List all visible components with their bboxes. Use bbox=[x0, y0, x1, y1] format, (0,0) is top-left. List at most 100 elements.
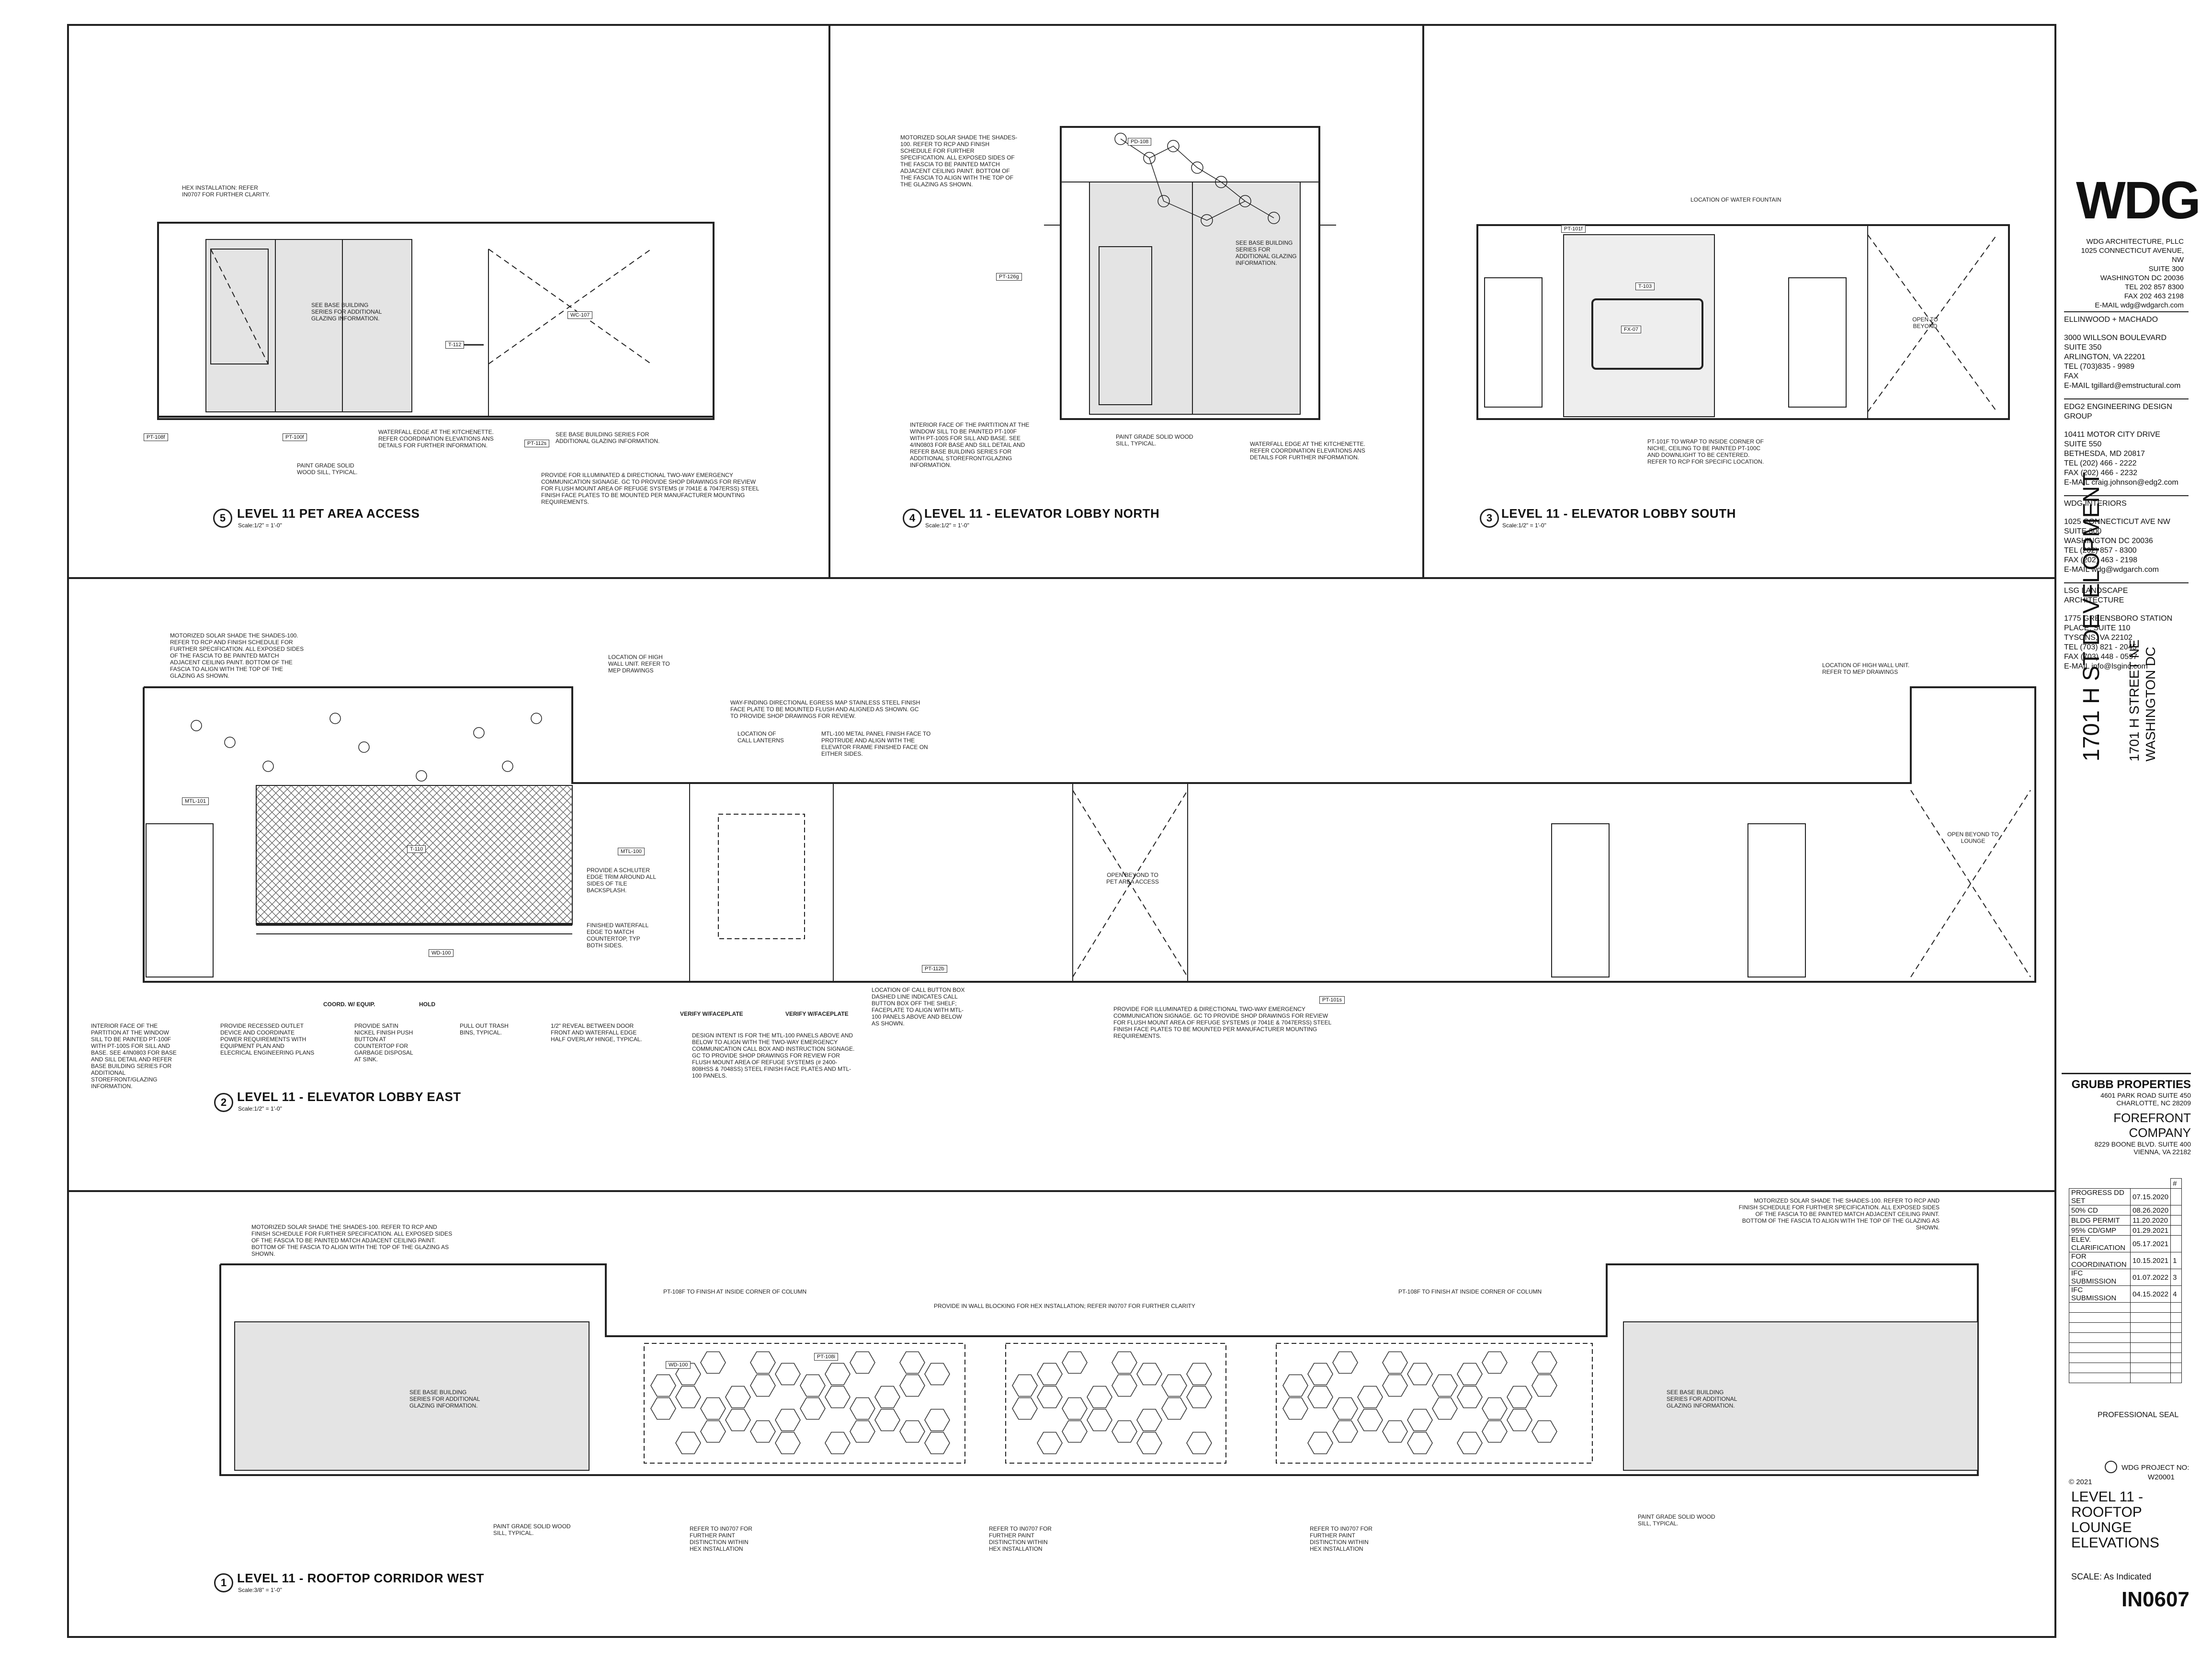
revision-num bbox=[2170, 1205, 2182, 1216]
hex-tile bbox=[899, 1374, 925, 1397]
consultant-line: PLACE, SUITE 110 bbox=[2064, 624, 2131, 632]
note-verify-1: VERIFY W/FACEPLATE bbox=[680, 1011, 743, 1017]
revision-date: 11.20.2020 bbox=[2130, 1215, 2171, 1226]
sheet-number: IN0607 bbox=[2121, 1588, 2189, 1611]
project-street: 1701 H STREET NE bbox=[2127, 639, 2142, 761]
hex-tile bbox=[675, 1363, 701, 1386]
hex-tile bbox=[750, 1420, 776, 1443]
hex-tile bbox=[874, 1409, 900, 1432]
view-title-3: LEVEL 11 - ELEVATOR LOBBY SOUTH bbox=[1501, 506, 1736, 521]
tag-t-103: T-103 bbox=[1635, 283, 1655, 290]
hex-tile bbox=[1482, 1397, 1508, 1420]
consultant-line: FAX bbox=[2064, 372, 2079, 380]
consultant-name: LSG LANDSCAPE ARCHITECTURE bbox=[2064, 587, 2128, 604]
firm-logo: WDG bbox=[2076, 171, 2201, 230]
consultant-line: TEL (703) 821 - 2045 bbox=[2064, 643, 2137, 651]
hex-tile bbox=[874, 1386, 900, 1409]
hex-tile bbox=[1161, 1397, 1187, 1420]
hex-tile bbox=[1282, 1397, 1308, 1420]
tag-mtl-101: MTL-101 bbox=[182, 797, 209, 805]
note-fountain: LOCATION OF WATER FOUNTAIN bbox=[1690, 196, 1781, 203]
hex-tile bbox=[1432, 1374, 1458, 1397]
contractor-line: 8229 BOONE BLVD. SUITE 400 bbox=[2094, 1140, 2191, 1148]
hex-tile bbox=[700, 1351, 726, 1374]
seal-label: PROFESSIONAL SEAL bbox=[2098, 1411, 2179, 1419]
note-sill-north: PAINT GRADE SOLID WOOD SILL, TYPICAL. bbox=[1116, 433, 1193, 447]
hex-tile bbox=[800, 1374, 826, 1397]
hex-tile bbox=[725, 1386, 751, 1409]
sheet-title-line: LOUNGE bbox=[2071, 1520, 2132, 1535]
hex-tile bbox=[1112, 1351, 1137, 1374]
hex-tile bbox=[1112, 1374, 1137, 1397]
hex-tile bbox=[1112, 1420, 1137, 1443]
view-scale-4: Scale:1/2" = 1'-0" bbox=[925, 522, 969, 529]
note-open-pet: OPEN BEYOND TO PET AREA ACCESS bbox=[1106, 872, 1159, 885]
row-divider-2 bbox=[67, 1190, 2054, 1192]
hex-tile bbox=[1507, 1409, 1532, 1432]
consultant-line: TYSONS, VA 22102 bbox=[2064, 634, 2133, 642]
note-paint-dist-3: REFER TO IN0707 FOR FURTHER PAINT DISTIN… bbox=[1310, 1525, 1373, 1552]
note-trash: PULL OUT TRASH BINS, TYPICAL. bbox=[460, 1023, 509, 1036]
sheet-title-line: ELEVATIONS bbox=[2071, 1535, 2159, 1551]
hex-tile bbox=[1531, 1374, 1557, 1397]
consultant-line: FAX (202) 463 - 2198 bbox=[2064, 556, 2137, 564]
revision-header: # bbox=[2170, 1178, 2182, 1189]
hex-tile bbox=[1087, 1409, 1112, 1432]
firm-line: SUITE 300 bbox=[2148, 265, 2184, 273]
hex-tile bbox=[1307, 1363, 1333, 1386]
consultant-line: TEL (703)835 - 9989 bbox=[2064, 363, 2135, 371]
revision-header-row: # bbox=[2069, 1178, 2182, 1189]
owner-line: CHARLOTTE, NC 28209 bbox=[2116, 1099, 2191, 1107]
revision-label: 50% CD bbox=[2069, 1205, 2131, 1216]
hex-tile bbox=[775, 1432, 801, 1454]
view-title-1: LEVEL 11 - ROOFTOP CORRIDOR WEST bbox=[237, 1571, 484, 1585]
hex-tile bbox=[924, 1363, 950, 1386]
note-niche: PT-101f TO WRAP TO INSIDE CORNER OF NICH… bbox=[1647, 438, 1764, 465]
revision-empty-row bbox=[2069, 1302, 2182, 1313]
note-finished: FINISHED WATERFALL EDGE TO MATCH COUNTER… bbox=[587, 922, 648, 949]
note-glazing-north: SEE BASE BUILDING SERIES FOR ADDITIONAL … bbox=[1236, 239, 1297, 266]
note-shade-north: MOTORIZED SOLAR SHADE THE SHADES-100. RE… bbox=[900, 134, 1018, 188]
hex-tile bbox=[1087, 1386, 1112, 1409]
hex-tile bbox=[775, 1363, 801, 1386]
consultant-line: BETHESDA, MD 20817 bbox=[2064, 450, 2145, 458]
tag-t-110: T-110 bbox=[407, 845, 426, 853]
revision-date: 05.17.2021 bbox=[2130, 1235, 2171, 1252]
firm-line: E-MAIL wdg@wdgarch.com bbox=[2095, 301, 2184, 309]
firm-line: WASHINGTON DC 20036 bbox=[2100, 274, 2184, 282]
hex-tile bbox=[1332, 1351, 1358, 1374]
hex-tile bbox=[675, 1386, 701, 1409]
note-glazing-west: SEE BASE BUILDING SERIES FOR ADDITIONAL … bbox=[409, 1389, 480, 1409]
north-symbol bbox=[2105, 1461, 2117, 1473]
hex-tile bbox=[1062, 1351, 1088, 1374]
note-glazing-west-2: SEE BASE BUILDING SERIES FOR ADDITIONAL … bbox=[1667, 1389, 1737, 1409]
hex-tile bbox=[1457, 1386, 1483, 1409]
hex-tile bbox=[1186, 1363, 1212, 1386]
hex-tile bbox=[1457, 1432, 1483, 1454]
hex-tile bbox=[800, 1397, 826, 1420]
hex-tile bbox=[1507, 1386, 1532, 1409]
hex-tile bbox=[850, 1420, 875, 1443]
note-signage: PROVIDE FOR ILLUMINATED & DIRECTIONAL TW… bbox=[541, 472, 759, 505]
note-partition-north: INTERIOR FACE OF THE PARTITION AT THE WI… bbox=[910, 421, 1030, 468]
hex-tile bbox=[850, 1351, 875, 1374]
revision-num: 1 bbox=[2170, 1252, 2182, 1269]
revision-label: BLDG PERMIT bbox=[2069, 1215, 2131, 1226]
firm-line: TEL 202 857 8300 bbox=[2125, 283, 2184, 291]
consultant-line: SUITE 300 bbox=[2064, 527, 2102, 535]
note-reveal: 1/2" REVEAL BETWEEN DOOR FRONT AND WATER… bbox=[551, 1023, 642, 1043]
revision-row: Elev. Clarification05.17.2021 bbox=[2069, 1235, 2182, 1252]
note-sill: PAINT GRADE SOLID WOOD SILL, TYPICAL. bbox=[297, 462, 358, 476]
tag-pt-112b: PT-112b bbox=[922, 965, 947, 973]
note-open-beyond: OPEN TO BEYOND bbox=[1912, 316, 1938, 330]
hex-tile bbox=[850, 1397, 875, 1420]
consultant-name: WDG INTERIORS bbox=[2064, 500, 2127, 508]
firm-line: FAX 202 463 2198 bbox=[2124, 292, 2184, 300]
consultant-line: 3000 WILLSON BOULEVARD bbox=[2064, 334, 2167, 342]
revision-empty-row bbox=[2069, 1363, 2182, 1373]
view-scale-3: Scale:1/2" = 1'-0" bbox=[1502, 522, 1546, 529]
